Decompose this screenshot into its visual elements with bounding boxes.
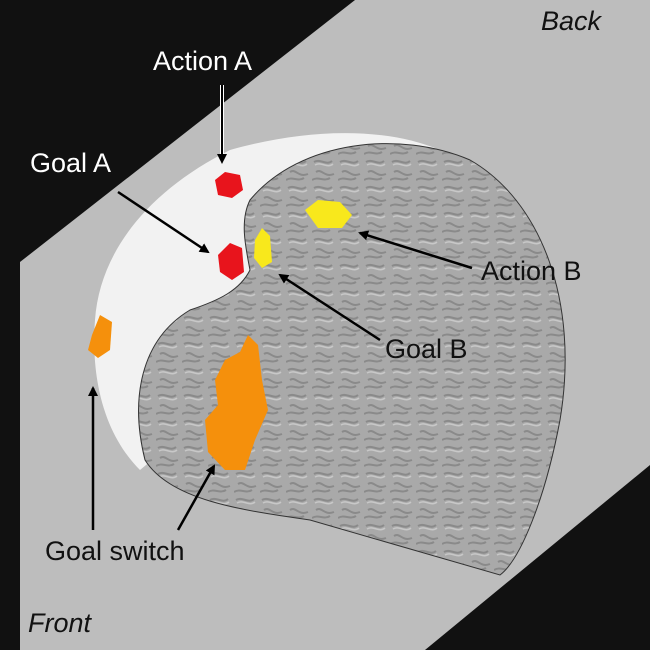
action-b-arrow: [358, 230, 473, 270]
goal-switch-arrow-2: [176, 464, 216, 531]
action-a-label: Action A: [153, 46, 253, 76]
action-b-label: Action B: [481, 256, 582, 286]
goal-a-arrow: [117, 190, 210, 254]
goal-a-blob: [218, 243, 244, 280]
front-label: Front: [28, 608, 92, 638]
action-a-blob: [215, 172, 243, 198]
action-b-blob: [305, 200, 352, 228]
goal-a-label: Goal A: [30, 148, 112, 178]
goal-switch-label: Goal switch: [45, 536, 185, 566]
back-label: Back: [541, 6, 602, 36]
goal-b-blob: [254, 228, 272, 268]
goal-b-label: Goal B: [385, 334, 468, 364]
goal-b-arrow: [278, 273, 381, 342]
goal-switch-frontal-blob: [88, 315, 112, 358]
goal-switch-blob: [205, 335, 268, 470]
